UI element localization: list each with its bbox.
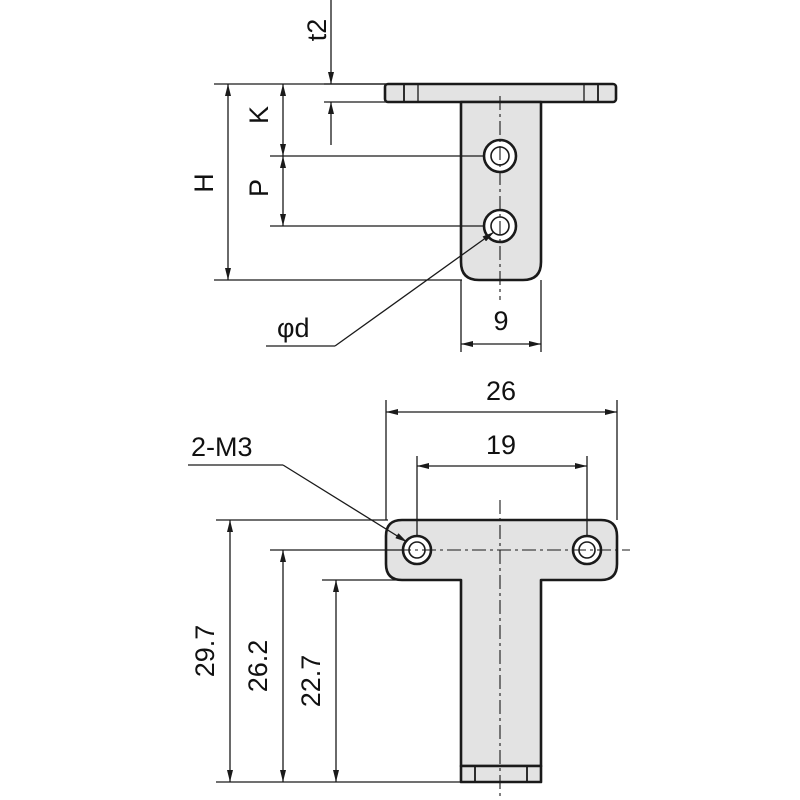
dim-P: P (244, 156, 286, 226)
label-t2: t2 (302, 19, 332, 42)
label-thread: 2-M3 (191, 432, 253, 462)
leader-thread: 2-M3 (188, 432, 408, 543)
label-22-7: 22.7 (296, 655, 326, 708)
leader-hole-diameter: φd (266, 231, 495, 347)
dim-22-7: 22.7 (296, 580, 339, 782)
label-26-2: 26.2 (243, 640, 273, 693)
front-view: 26 19 2-M3 29.7 26.2 (188, 376, 630, 800)
front-leg-foot (459, 764, 543, 784)
label-width-9: 9 (493, 306, 508, 336)
dim-26-2: 26.2 (243, 550, 286, 782)
dim-K: K (244, 84, 286, 156)
label-P: P (244, 179, 274, 197)
label-H: H (189, 173, 219, 193)
dim-H: H (189, 84, 231, 280)
label-29-7: 29.7 (190, 625, 220, 678)
dim-29-7: 29.7 (190, 520, 233, 782)
dim-26: 26 (385, 376, 618, 520)
dim-width-9: 9 (460, 280, 542, 352)
dim-19: 19 (416, 430, 588, 536)
dim-t2: t2 (302, 0, 386, 145)
label-26: 26 (486, 376, 516, 406)
side-view: t2 K P H 9 (189, 0, 618, 352)
label-hole-diameter: φd (277, 313, 310, 343)
label-K: K (244, 106, 274, 124)
label-19: 19 (486, 430, 516, 460)
side-leg (459, 100, 543, 282)
